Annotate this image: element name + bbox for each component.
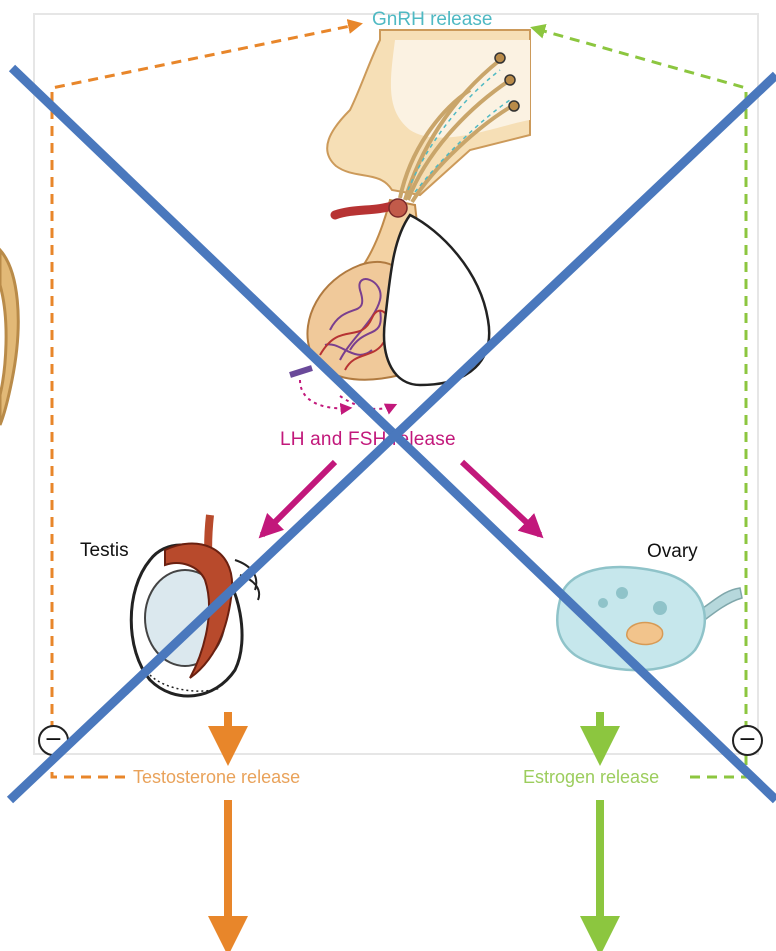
estrogen-release-label: Estrogen release [520, 767, 662, 788]
hypothalamus-pituitary-icon [290, 30, 530, 409]
testosterone-release-label: Testosterone release [130, 767, 303, 788]
testis-label: Testis [80, 540, 129, 562]
lh-fsh-arrow-to-ovary [462, 462, 540, 535]
ovary-icon [557, 567, 742, 670]
ovary-label: Ovary [647, 541, 698, 563]
negative-feedback-icon-female: − [732, 725, 763, 756]
negative-feedback-icon-male: − [38, 725, 69, 756]
gnrh-release-label: GnRH release [372, 9, 492, 31]
lh-fsh-release-label: LH and FSH release [280, 429, 456, 451]
brain-fragment [0, 250, 18, 425]
lh-fsh-arrow-to-testis [262, 462, 335, 535]
testis-icon [131, 515, 259, 696]
